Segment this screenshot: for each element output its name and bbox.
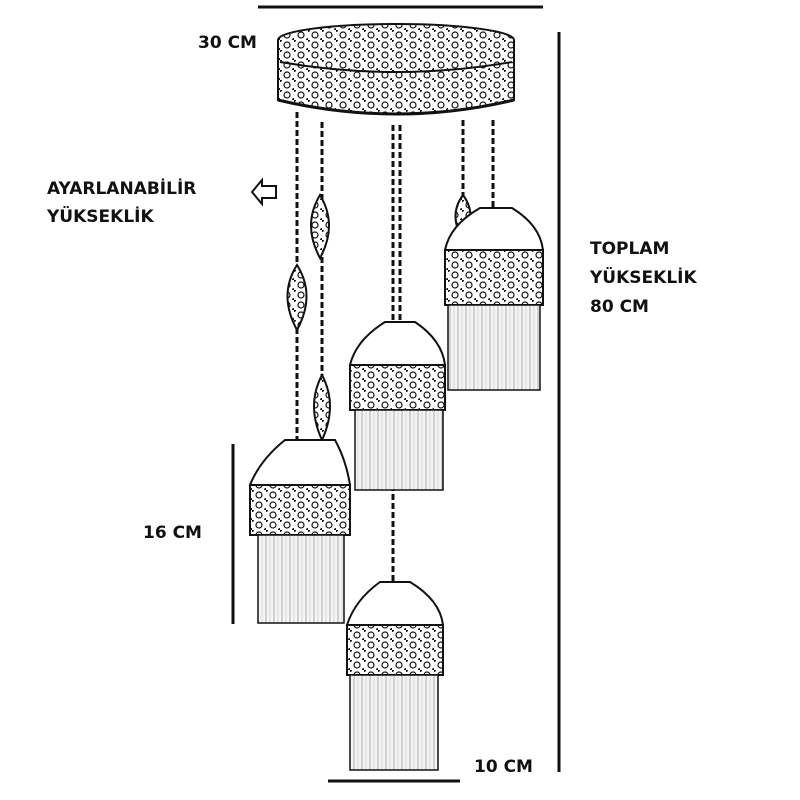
- pendant-shade-right: [443, 207, 545, 391]
- pendant-shade-middle: [348, 321, 447, 491]
- pendant-shade-bottom: [345, 581, 445, 771]
- total-height-label-line3: 80 CM: [590, 297, 649, 317]
- adjustable-height-label-line2: YÜKSEKLİK: [47, 207, 154, 227]
- total-height-label-line1: TOPLAM: [590, 239, 670, 259]
- chain-ornaments: [286, 193, 472, 443]
- arrow-left-icon: [250, 177, 277, 207]
- ceiling-canopy: [277, 23, 515, 116]
- top-width-label: 30 CM: [198, 33, 257, 53]
- total-height-label-line2: YÜKSEKLİK: [590, 268, 697, 288]
- adjustable-height-label-line1: AYARLANABİLİR: [47, 179, 197, 199]
- bottom-width-label: 10 CM: [474, 757, 533, 777]
- shade-height-label: 16 CM: [143, 523, 202, 543]
- pendant-shade-left: [248, 439, 352, 624]
